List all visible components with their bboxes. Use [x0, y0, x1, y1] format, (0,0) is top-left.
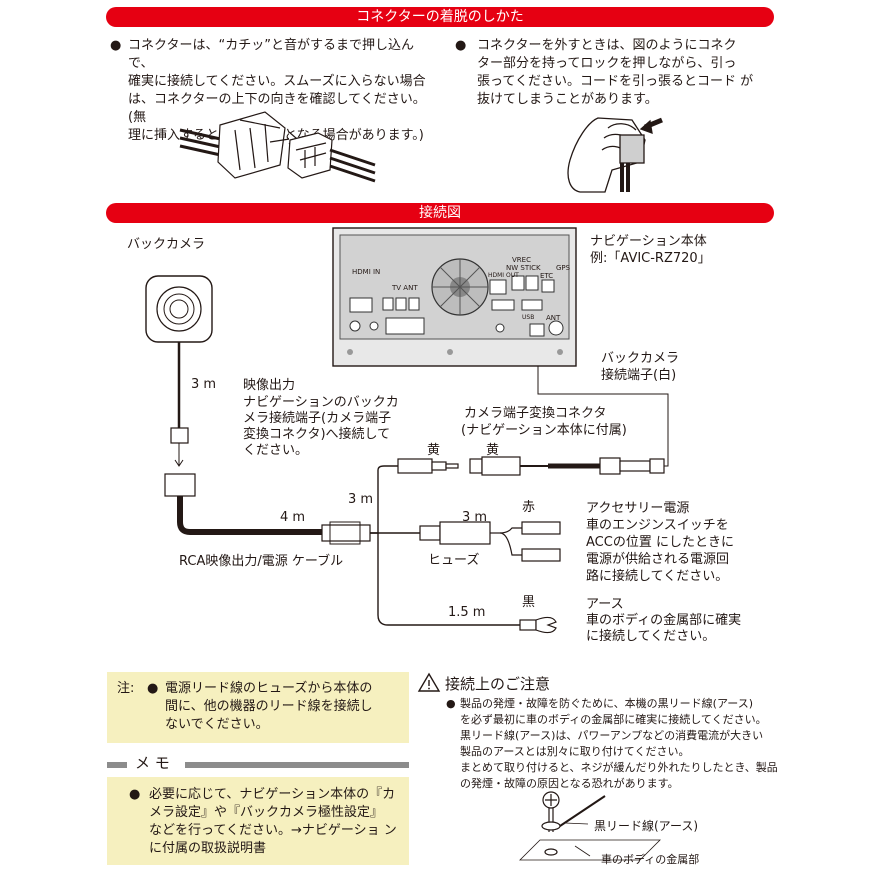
panel-label-vrec: VREC	[512, 256, 531, 264]
back-camera-label: バックカメラ	[127, 237, 206, 252]
text-line: は、コネクターの上下の向きを確認してください。(無	[128, 92, 426, 125]
memo-text: などを行ってください。→ナビゲーショ ン	[149, 823, 397, 838]
rca-yellow-plug	[397, 458, 459, 474]
length-4m: 4 m	[280, 510, 306, 525]
caution-text: の発煙・故障の原因となる恐れがあります。	[460, 777, 679, 790]
text-line: 張ってください。コードを引っ張るとコード が	[477, 74, 754, 89]
accessory-power-label: アクセサリー電源	[586, 501, 690, 516]
bullet: ●	[129, 787, 141, 802]
memo-bar-right	[185, 762, 409, 768]
nav-unit-label-line1: ナビゲーション本体	[590, 234, 707, 249]
note-text: 間に、他の機器のリード線を接続し	[165, 699, 373, 714]
caution-text: 黒リード線(アース)は、パワーアンプなどの消費電流が大きい	[460, 729, 764, 742]
text-line: コネクターを外すときは、図のようにコネク	[477, 38, 737, 53]
memo-title: メ モ	[135, 754, 170, 772]
memo-bar-left	[107, 762, 127, 768]
length-3m-camera: 3 m	[191, 377, 217, 392]
caution-text: 製品のアースとは別々に取り付けてください。	[460, 745, 690, 758]
panel-label-nw-stick: NW STICK	[506, 264, 541, 272]
earth-label: アース	[586, 597, 624, 612]
camera-terminal-port	[529, 323, 545, 337]
panel-label-ant: ANT	[546, 314, 561, 322]
rca-cable-connector	[164, 473, 196, 497]
bullet: ●	[455, 38, 467, 53]
caution-text: 製品の発煙・故障を防ぐために、本機の黒リード線(アース)	[460, 697, 754, 710]
wiring-section-banner: 接続図	[106, 203, 774, 223]
camera-terminal-label-line2: 接続端子(白)	[601, 368, 677, 383]
bullet: ●	[446, 697, 456, 710]
caution-title: 接続上のご注意	[445, 675, 551, 693]
converter-connector	[469, 456, 665, 476]
length-3m-video: 3 m	[348, 492, 374, 507]
warning-icon	[417, 672, 441, 692]
cable-junction	[321, 524, 371, 542]
hand-remove-illustration	[567, 117, 663, 193]
earth-text: 車のボディの金属部に確実	[586, 613, 742, 628]
earth-terminal	[519, 616, 557, 634]
wire-color-yellow: 黄	[486, 443, 500, 458]
converter-label-line2: (ナビゲーション本体に付属)	[461, 423, 627, 438]
length-1-5m: 1.5 m	[448, 605, 486, 620]
connector-insert-illustration	[179, 111, 376, 183]
panel-label-gps: GPS	[556, 264, 571, 272]
panel-label-tv-ant: TV ANT	[392, 284, 418, 292]
navigation-unit-panel	[332, 227, 577, 367]
video-out-label: 映像出力	[243, 378, 296, 393]
video-out-text: ナビゲーションのバックカ	[243, 395, 399, 410]
panel-label-hdmi-out: HDMI OUT	[488, 272, 519, 279]
earth-screw-illustration	[519, 791, 661, 861]
text-line: ター部分を持ってロックを押しながら、引っ	[477, 56, 737, 71]
accessory-power-text: 路に接続してください。	[586, 569, 729, 584]
connector-section-banner: コネクターの着脱のしかた	[106, 7, 774, 27]
rca-cable	[177, 496, 322, 535]
text-line: 抜けてしまうことがあります。	[477, 92, 658, 107]
note-text: ないでください。	[165, 717, 269, 732]
note-prefix: 注:	[117, 681, 135, 696]
panel-label-usb: USB	[522, 314, 535, 321]
accessory-power-text: 車のエンジンスイッチを	[586, 518, 729, 533]
text-line: コネクターは、“カチッ”と音がするまで押し込んで、	[128, 38, 414, 71]
rca-cable-label: RCA映像出力/電源 ケーブル	[179, 554, 344, 569]
panel-label-etc: ETC	[540, 272, 554, 280]
wire-color-black: 黒	[522, 595, 536, 610]
converter-label-line1: カメラ端子変換コネクタ	[464, 406, 607, 421]
memo-header: メ モ	[107, 753, 409, 773]
lead-wire-label: 黒リード線(アース)	[594, 819, 699, 833]
video-out-text: メラ接続端子(カメラ端子	[243, 411, 392, 426]
memo-box: ● 必要に応じて、ナビゲーション本体の『カ メラ設定』や『バックカメラ極性設定』…	[107, 777, 409, 865]
caution-text: まとめて取り付けると、ネジが緩んだり外れたりしたとき、製品	[460, 761, 778, 774]
memo-text: に付属の取扱説明書	[149, 841, 267, 856]
connector-insert-instructions: ● コネクターは、“カチッ”と音がするまで押し込んで、 確実に接続してください。…	[110, 37, 430, 145]
length-3m-power: 3 m	[462, 510, 488, 525]
note-box: 注: ● 電源リード線のヒューズから本体の 間に、他の機器のリード線を接続し な…	[107, 672, 409, 743]
bullet: ●	[110, 38, 122, 53]
camera-terminal-label-line1: バックカメラ	[601, 351, 680, 366]
bullet: ●	[147, 681, 159, 696]
connector-remove-instructions: ● コネクターを外すときは、図のようにコネク ター部分を持ってロックを押しながら…	[455, 37, 775, 109]
panel-label-hdmi-in: HDMI IN	[352, 268, 381, 276]
wire-color-red: 赤	[522, 500, 536, 515]
nav-unit-label-line2: 例:「AVIC-RZ720」	[590, 251, 711, 266]
video-out-text: ください。	[243, 443, 309, 458]
fuse-label: ヒューズ	[428, 553, 480, 568]
caution-text: を必ず最初に車のボディの金属部に確実に接続してください。	[460, 713, 767, 726]
fuse-holder	[419, 521, 561, 562]
back-camera-icon	[145, 275, 213, 343]
car-body-label: 車のボディの金属部	[601, 853, 700, 866]
memo-text: 必要に応じて、ナビゲーション本体の『カ	[149, 787, 396, 802]
video-out-text: 変換コネクタ)へ接続して	[243, 427, 391, 442]
note-text: 電源リード線のヒューズから本体の	[165, 681, 373, 696]
earth-text: に接続してください。	[586, 629, 716, 644]
accessory-power-text: 電源が供給される電源回	[586, 552, 730, 567]
text-line: 確実に接続してください。スムーズに入らない場合	[128, 74, 426, 89]
accessory-power-text: ACCの位置 にしたときに	[586, 535, 734, 550]
wire-color-yellow: 黄	[427, 443, 441, 458]
camera-cable-connector	[170, 427, 189, 444]
memo-text: メラ設定』や『バックカメラ極性設定』	[149, 805, 384, 820]
